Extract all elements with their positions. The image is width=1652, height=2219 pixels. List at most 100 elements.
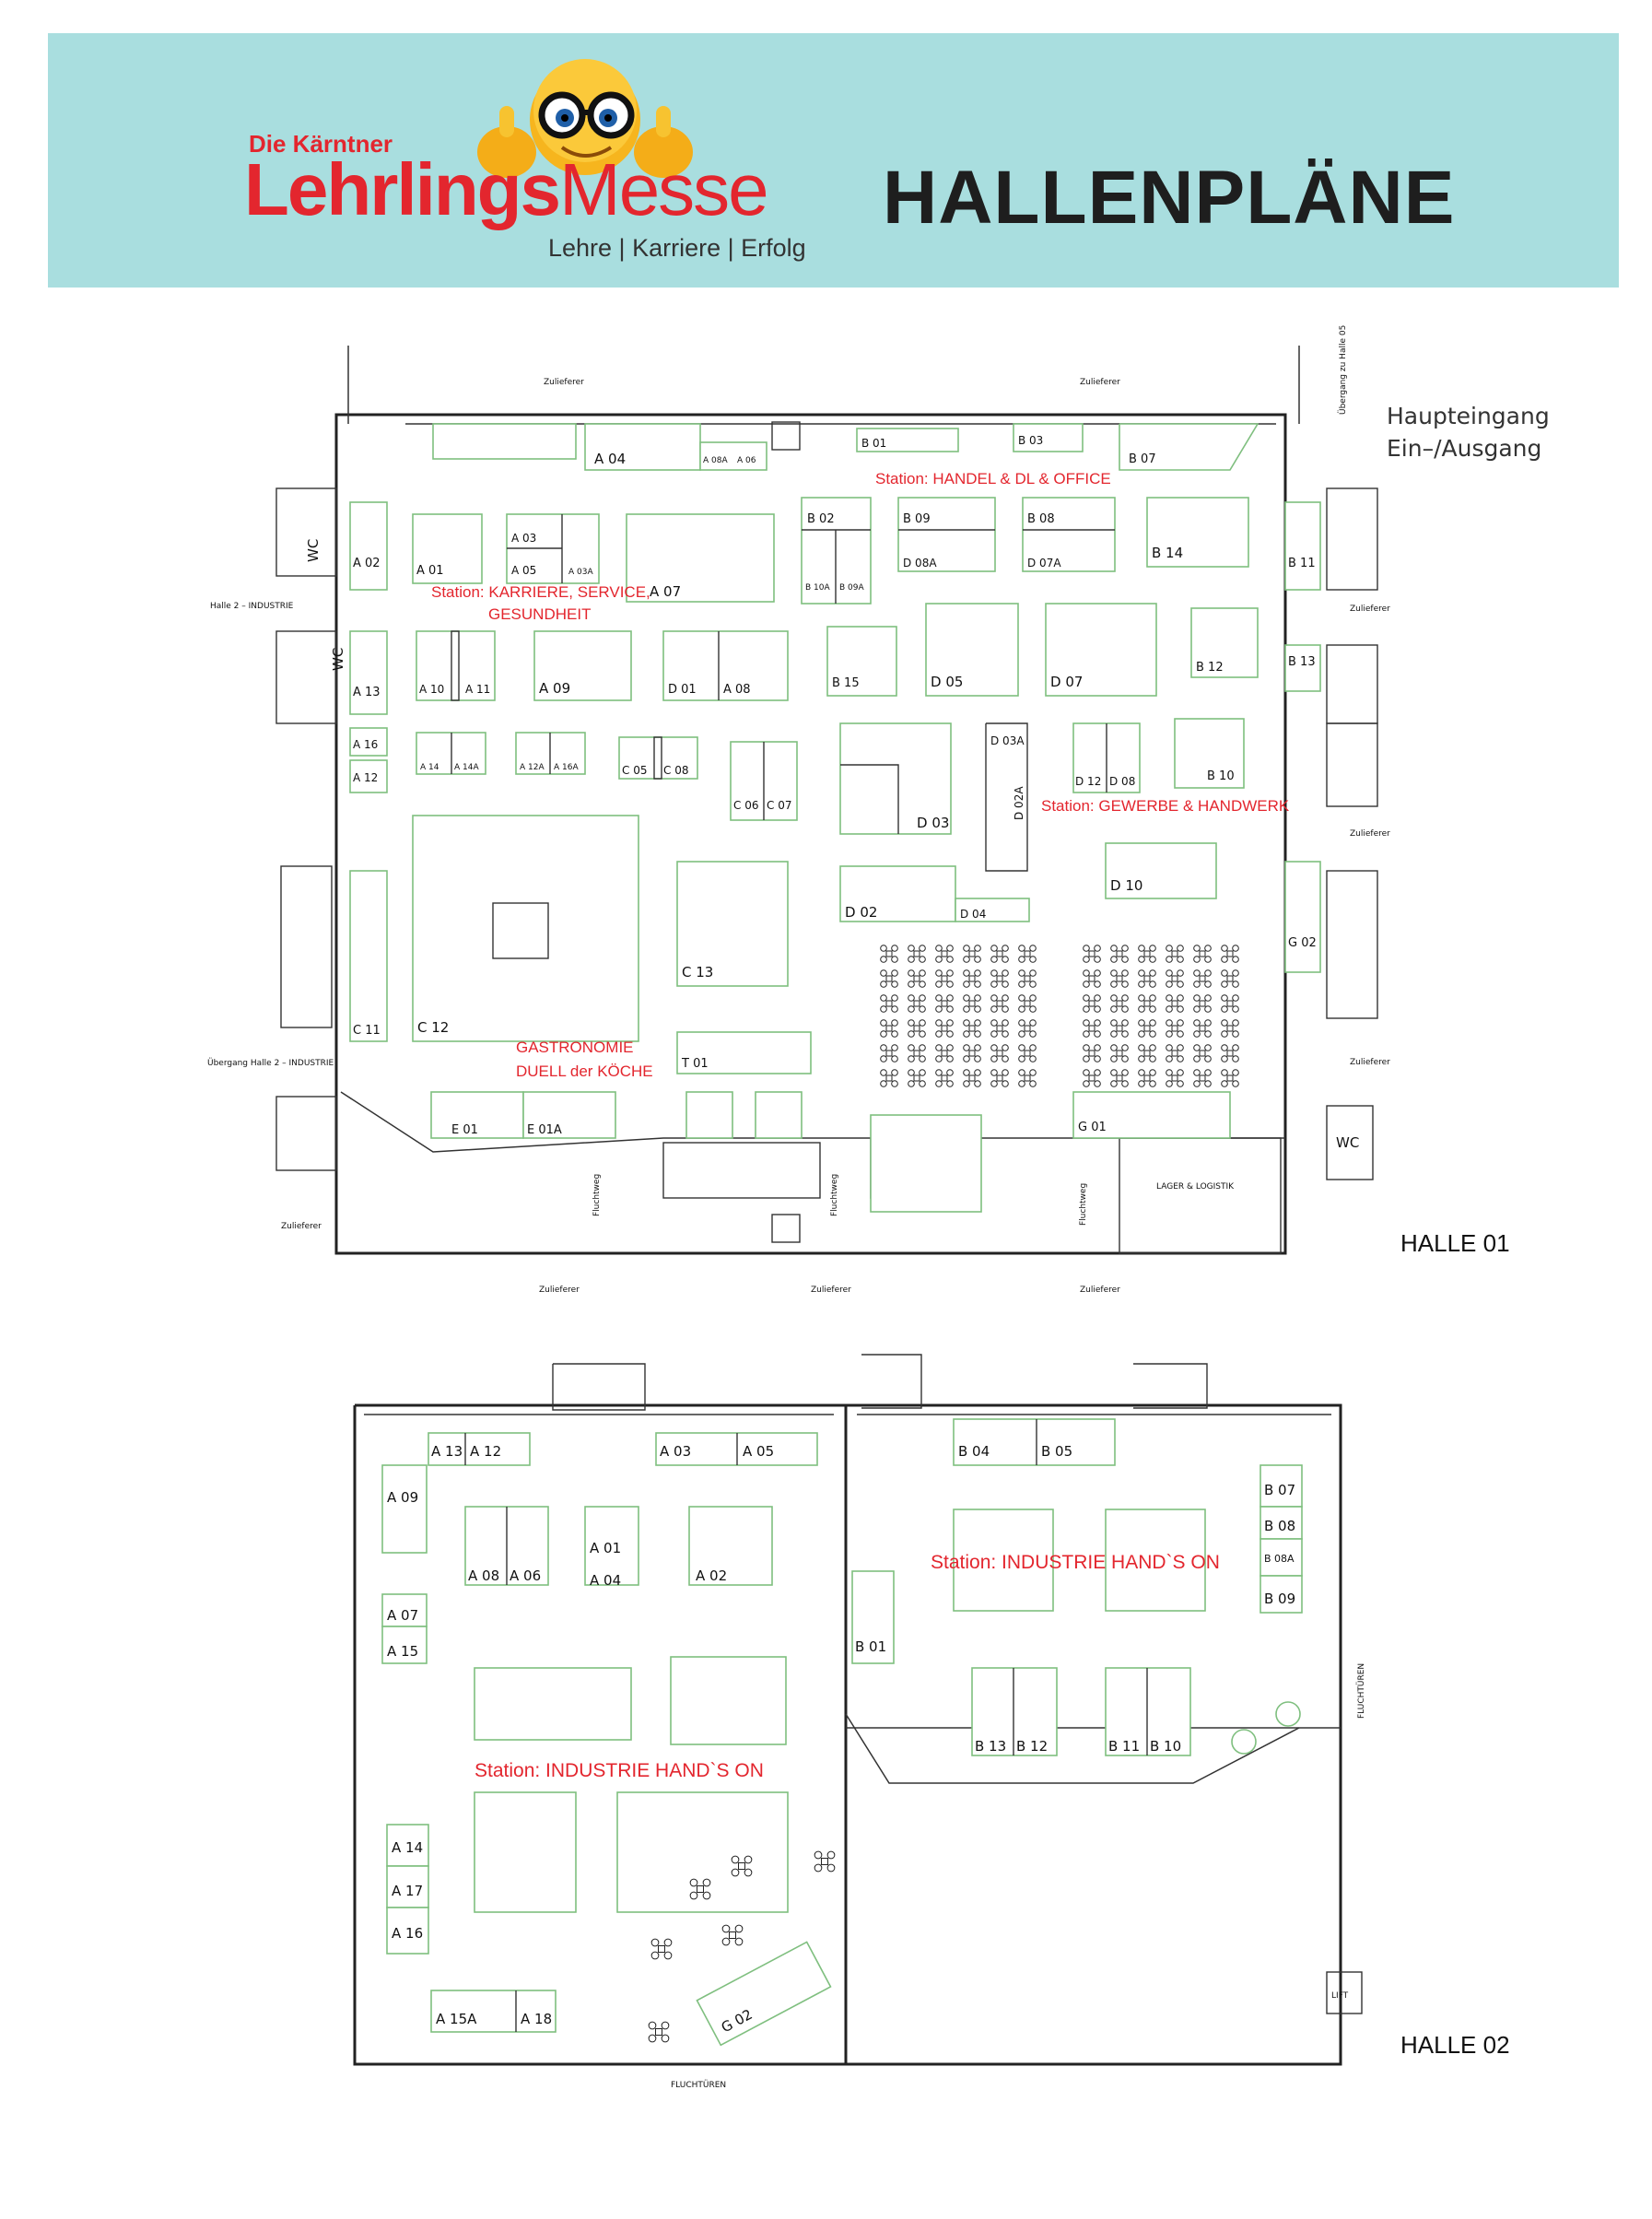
booth-b13	[1284, 644, 1321, 692]
corridor-block	[662, 1142, 821, 1199]
booth-a16	[386, 1907, 429, 1955]
side-room	[1326, 487, 1378, 591]
header-banner	[48, 33, 1619, 288]
table-icon	[1221, 994, 1239, 1013]
booth-label: B 09	[903, 512, 931, 526]
booth-label: A 12A	[520, 763, 545, 772]
booth-b03	[1013, 423, 1084, 452]
booth-label: A 18	[521, 2011, 552, 2027]
booth-label: B 01	[855, 1638, 886, 1655]
side-room	[275, 1096, 337, 1171]
booth-label: D 08	[1109, 775, 1135, 788]
booth-b09	[1260, 1575, 1303, 1614]
booth-b01	[851, 1570, 895, 1664]
booth-label: D 07	[1050, 674, 1083, 690]
booth-label: B 11	[1288, 557, 1316, 570]
booth-label: A 12	[470, 1443, 501, 1460]
booth-a04	[584, 423, 701, 471]
booth-label: A 01	[416, 564, 444, 578]
booth-label: D 08A	[903, 557, 937, 569]
booth-label: D 02	[845, 904, 877, 921]
halle-02-plan: LIFT FLUCHTÜREN FLUCHTÜREN A 13 A 12 A 0…	[353, 1354, 1510, 2090]
booth-label: C 05	[622, 764, 647, 777]
booth-a02	[349, 501, 388, 591]
booth-label: A 13	[353, 686, 381, 699]
booth-label: C 12	[417, 1019, 449, 1036]
booth-label: A 16	[353, 738, 378, 751]
station-gewerbe-label: Station: GEWERBE & HANDWERK	[1041, 797, 1290, 815]
booth-label: D 03A	[990, 734, 1025, 747]
zulieferer-label: Zulieferer	[281, 1222, 322, 1231]
halle-01-plan: WC WC WC LAGER & LOGISTIK Fluchtweg Fluc…	[207, 325, 1550, 1295]
booth-b13-group	[971, 1667, 1058, 1756]
booth	[953, 1509, 1054, 1612]
table-icon	[880, 994, 898, 1013]
booth-label: A 08A	[703, 456, 728, 465]
table-icon	[1166, 1044, 1184, 1063]
wc-label: WC	[305, 539, 322, 562]
booth-label: A 05	[743, 1443, 774, 1460]
booth-label: D 04	[960, 908, 986, 921]
table-icon	[1110, 1019, 1129, 1038]
booth-label: A 03	[511, 532, 536, 545]
booth-g02: G 02	[696, 1941, 832, 2047]
booth	[870, 1114, 982, 1213]
table-icon	[880, 1069, 898, 1087]
lift-label: LIFT	[1331, 1991, 1349, 2001]
table-icon	[814, 1850, 836, 1873]
booth-label: C 11	[353, 1024, 381, 1038]
table-icon	[1018, 1069, 1037, 1087]
table-icon	[1110, 945, 1129, 963]
booth	[474, 1791, 577, 1913]
booth-a16	[349, 727, 388, 757]
table-icon	[990, 945, 1009, 963]
table-icon	[1193, 1019, 1212, 1038]
table-icon	[1166, 945, 1184, 963]
booth-b14	[1146, 497, 1249, 568]
table-icon	[908, 945, 926, 963]
booth	[432, 423, 577, 460]
table-icon	[721, 1924, 744, 1946]
booth-label: A 09	[539, 680, 570, 697]
booth-label: G 01	[1078, 1121, 1107, 1134]
booth-b11-group	[1105, 1667, 1191, 1756]
booth-label: A 09	[387, 1489, 418, 1506]
logo-wordmark: LehrlingsMesse	[244, 153, 769, 227]
table-icon	[990, 1019, 1009, 1038]
station-industrie-left-label: Station: INDUSTRIE HAND`S ON	[475, 1760, 764, 1781]
booth-e01a	[522, 1091, 616, 1139]
halle-02-outline	[353, 1403, 1342, 2066]
booth-label: A 03	[660, 1443, 691, 1460]
booth-label: C 08	[663, 764, 688, 777]
booth-label: D 05	[931, 674, 963, 690]
booth-label: C 06	[733, 799, 758, 812]
table-icon	[1083, 994, 1101, 1013]
booth-label: A 17	[392, 1883, 423, 1899]
table-icon	[880, 945, 898, 963]
booth-a13	[349, 630, 388, 715]
table-icon	[935, 1044, 954, 1063]
table-icon	[1018, 994, 1037, 1013]
table-icon	[1138, 1069, 1156, 1087]
fluchttueren-label: FLUCHTÜREN	[671, 2080, 726, 2090]
booth-label: A 06	[510, 1567, 541, 1584]
logo-light-part: Messe	[559, 148, 769, 230]
booth-label: E 01	[451, 1123, 478, 1137]
booth-d02	[839, 865, 956, 922]
side-room	[280, 865, 333, 1028]
table-icon	[1138, 994, 1156, 1013]
table-icon	[650, 1938, 673, 1960]
logo-subtitle: Die Kärntner	[249, 130, 393, 158]
zulieferer-label: Zulieferer	[539, 1286, 580, 1295]
booth-c13	[676, 861, 789, 987]
table-icon	[731, 1855, 753, 1877]
booth-label: A 07	[387, 1607, 418, 1624]
booth-label: T 01	[681, 1057, 709, 1071]
fluchtweg-label: Fluchtweg	[830, 1174, 839, 1216]
booth-label: B 08A	[1264, 1553, 1295, 1565]
fluchtweg-label: Fluchtweg	[1079, 1183, 1088, 1226]
booth-label: B 04	[958, 1443, 990, 1460]
industrie-link-label: Übergang Halle 2 – INDUSTRIE	[207, 1058, 334, 1068]
booth-label: D 02A	[1013, 786, 1025, 820]
booth-label: B 15	[832, 676, 860, 690]
